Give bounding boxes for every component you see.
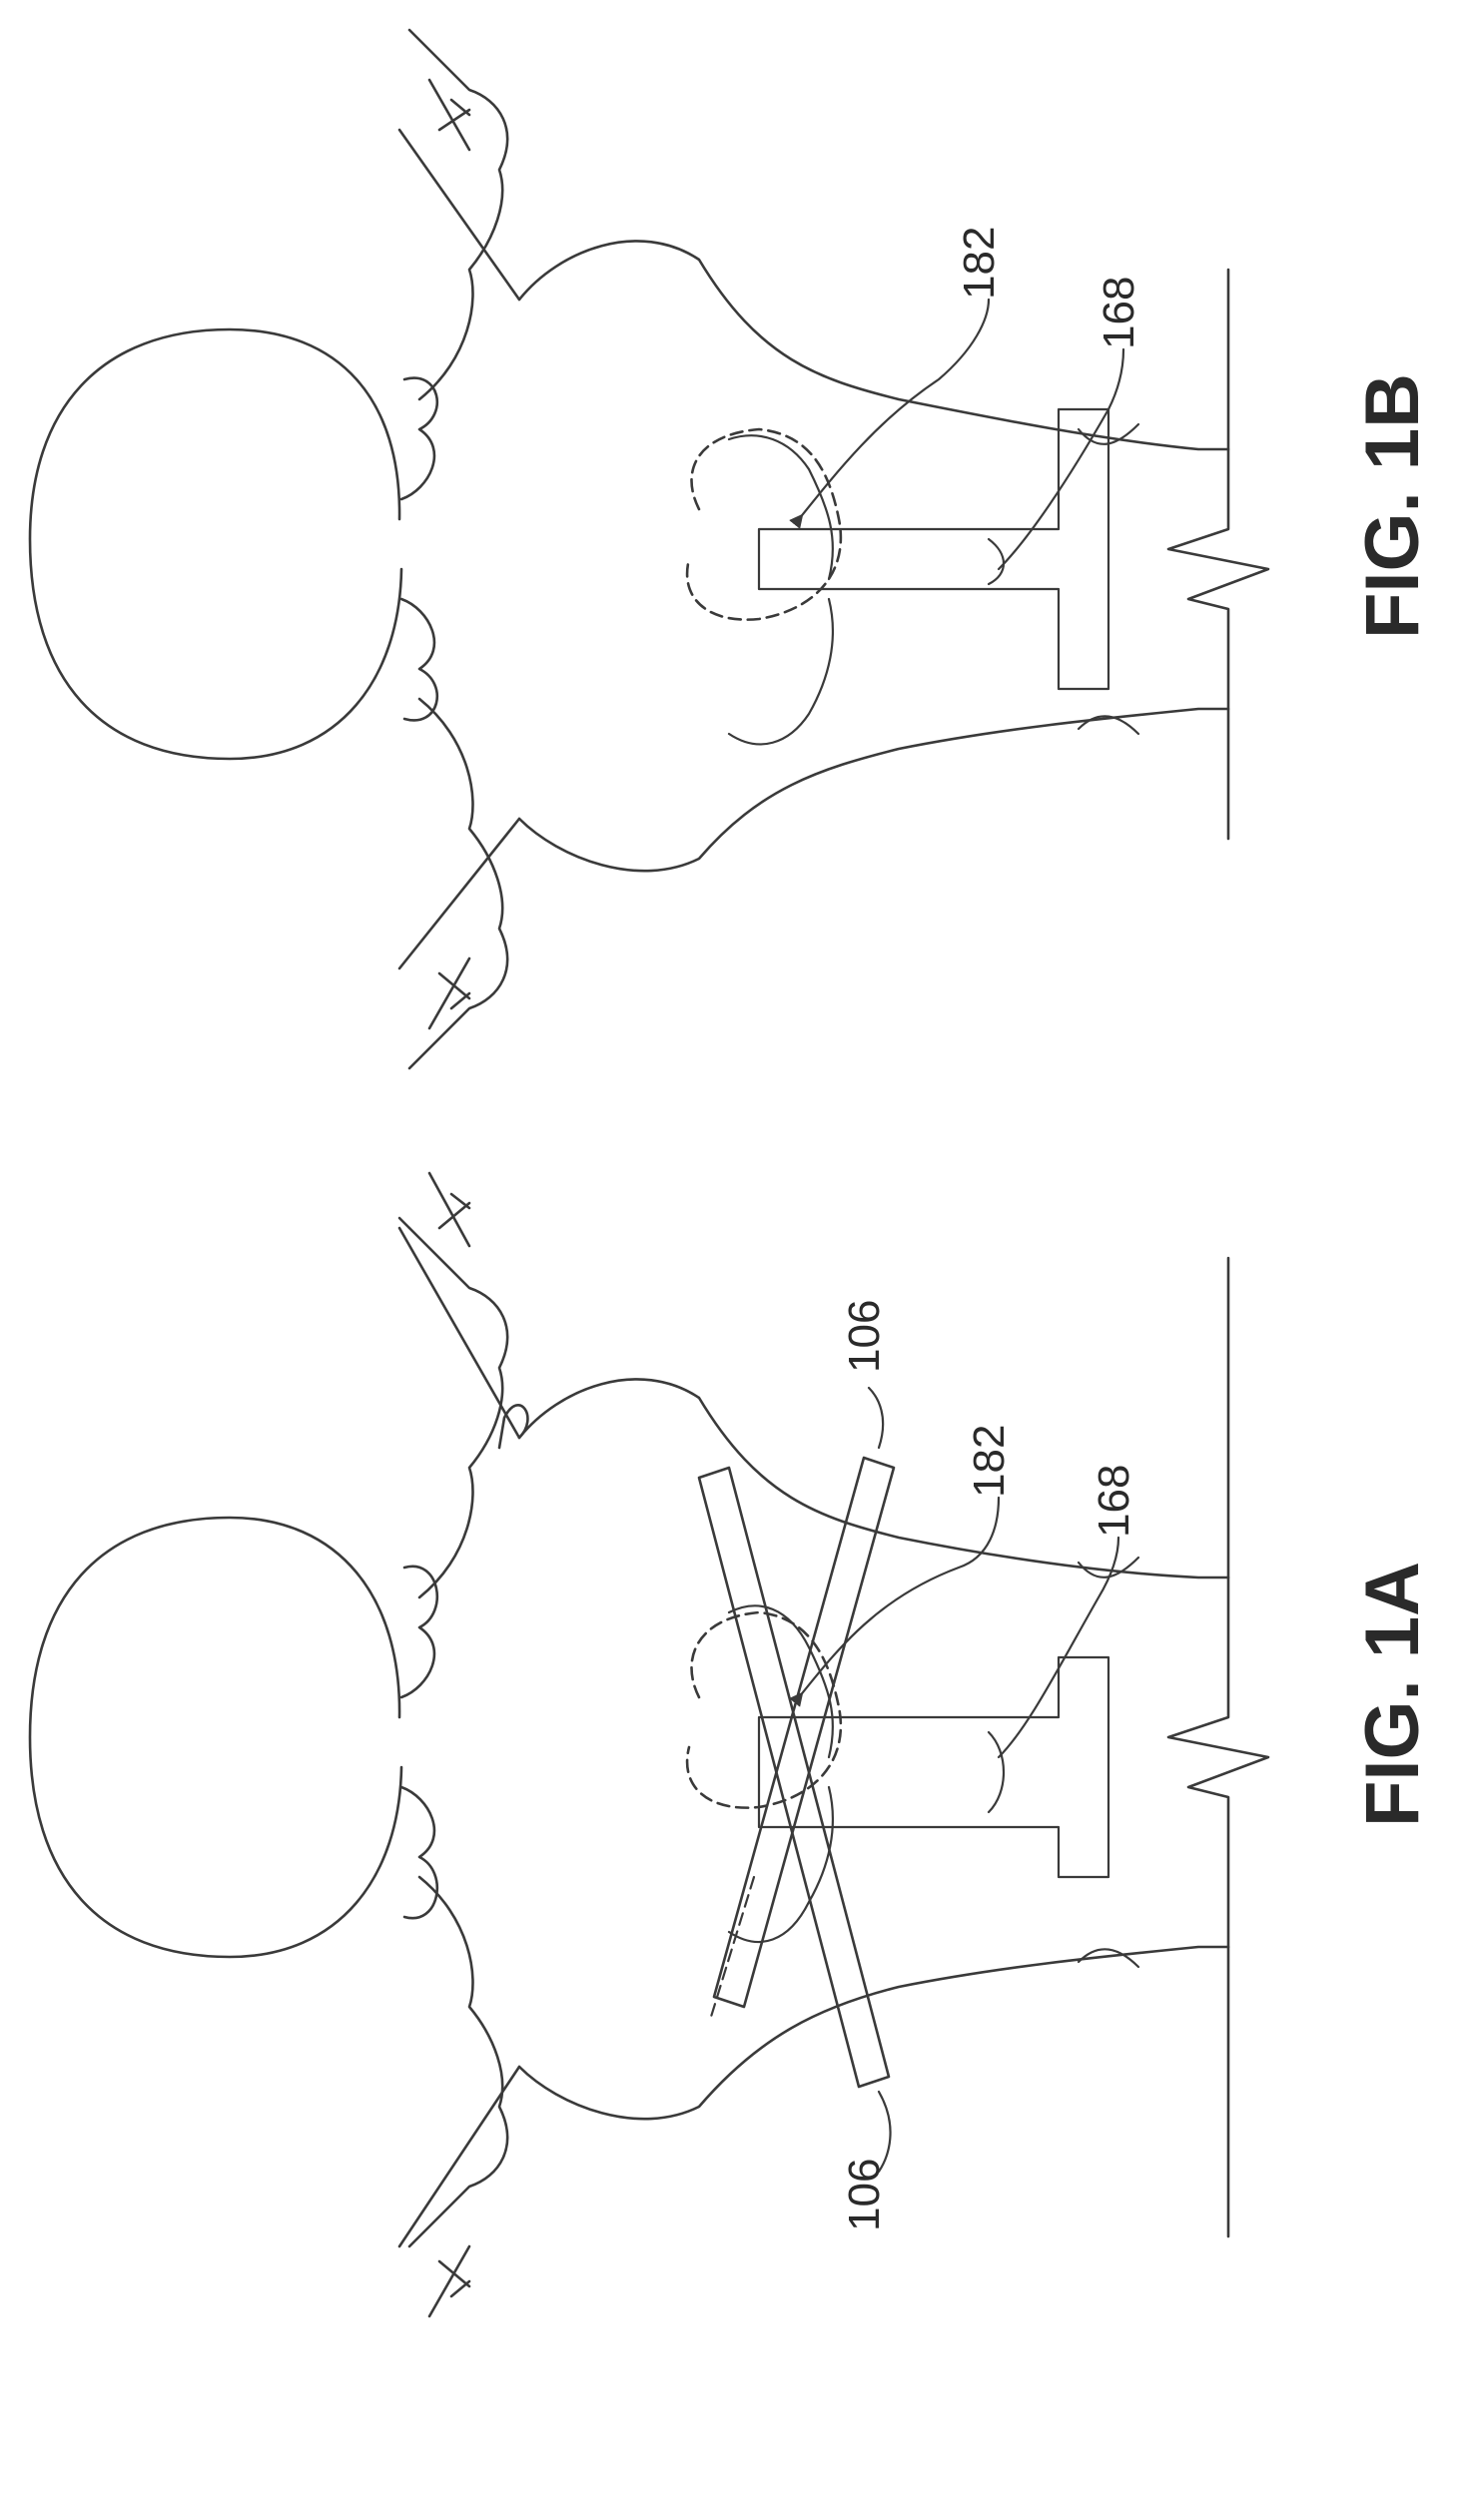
figure-caption: FIG. 1A (1350, 1562, 1435, 1827)
leader-182 (799, 300, 989, 519)
t-stand-curve (989, 539, 1004, 584)
base-line (1168, 270, 1268, 839)
target-region-outline (687, 429, 841, 620)
label-168: 168 (1095, 277, 1143, 349)
t-stand-curve (989, 1732, 1004, 1812)
label-182: 182 (955, 227, 1004, 300)
label-106: 106 (840, 2159, 889, 2231)
leader-106 (869, 1388, 883, 1448)
body-outline (519, 1947, 1228, 2119)
arm-contour (399, 130, 519, 300)
t-stand (759, 409, 1108, 689)
leader-168 (999, 349, 1123, 569)
target-region-outline (687, 1612, 841, 1808)
section-break (429, 2246, 469, 2316)
ear-outline (401, 378, 437, 499)
shoulder-contour (409, 1877, 507, 2246)
shoulder-contour (409, 1228, 507, 1597)
section-break (429, 958, 469, 1028)
head-outline (30, 1518, 401, 1957)
device-106-right (699, 1468, 889, 2087)
ear-outline (401, 599, 437, 720)
leader-182 (799, 1498, 999, 1697)
arm-contour (399, 2067, 519, 2246)
arm-contour (399, 1218, 409, 1228)
body-outline (519, 709, 1228, 871)
arm-contour (399, 1228, 519, 1438)
chest-contour (729, 435, 833, 579)
figure-caption: FIG. 1B (1350, 373, 1435, 639)
ear-outline (401, 1787, 437, 1918)
head-outline (30, 329, 401, 759)
label-106: 106 (840, 1300, 889, 1373)
label-182: 182 (965, 1425, 1014, 1498)
figure-1a: 106 106 182 168 FIG. 1A (30, 1173, 1435, 2316)
figure-1b: 182 168 FIG. 1B (30, 30, 1435, 1068)
shoulder-contour (409, 699, 507, 1068)
chest-contour (729, 1787, 833, 1942)
base-line (1168, 1258, 1268, 2236)
section-break (429, 80, 469, 150)
label-168: 168 (1090, 1465, 1138, 1538)
chest-contour (729, 599, 833, 744)
section-break (429, 1173, 469, 1246)
device-106-left (714, 1458, 894, 2007)
